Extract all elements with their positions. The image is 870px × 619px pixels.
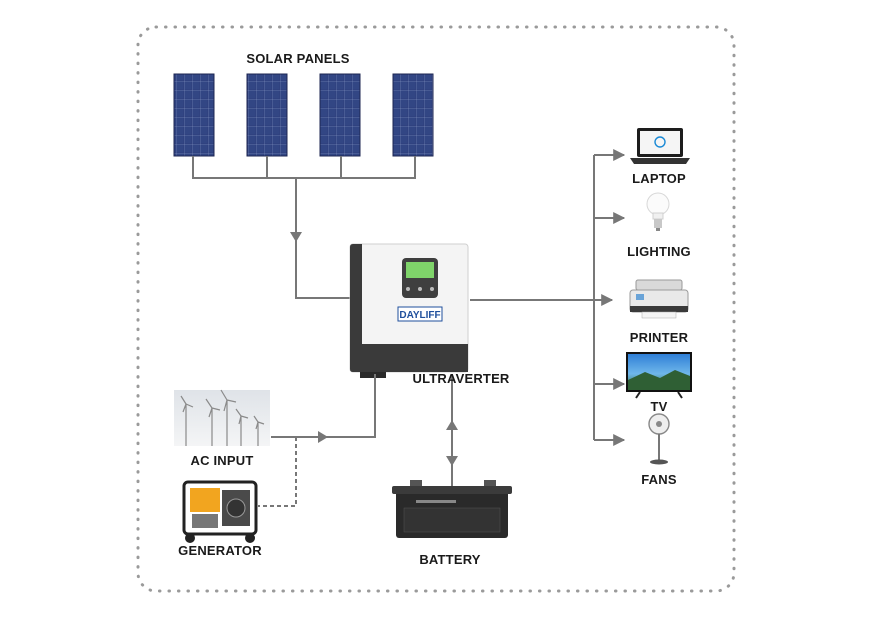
- battery-label: BATTERY: [419, 552, 481, 567]
- bulb-icon: [646, 192, 670, 231]
- ac-input-label: AC INPUT: [190, 453, 254, 468]
- inverter-label: ULTRAVERTER: [412, 371, 510, 386]
- arrow-right-icon: [318, 431, 328, 443]
- dotted-frame: [136, 25, 736, 593]
- inverter-icon: [349, 243, 469, 378]
- tv-label: TV: [650, 399, 668, 414]
- tv-icon: [626, 352, 692, 399]
- generator-label: GENERATOR: [178, 543, 262, 558]
- solar-panels-label: SOLAR PANELS: [246, 51, 350, 66]
- laptop-label: LAPTOP: [632, 171, 686, 186]
- wind-turbines-icon: [174, 389, 270, 446]
- fans-label: FANS: [641, 472, 677, 487]
- printer-icon: [629, 279, 689, 319]
- ac-wiring: [258, 374, 376, 507]
- fan-icon: [648, 413, 670, 465]
- arrow-up-icon: [446, 420, 458, 430]
- battery-icon: [392, 480, 512, 538]
- generator-icon: [182, 480, 258, 543]
- load-wiring: [470, 149, 626, 446]
- arrow-down-icon: [290, 232, 302, 242]
- laptop-icon: [630, 128, 690, 164]
- lighting-label: LIGHTING: [627, 244, 691, 259]
- printer-label: PRINTER: [629, 330, 689, 345]
- panel-wiring: [192, 156, 416, 299]
- solar-panel-icon: [173, 73, 434, 157]
- brand-logo: DAYLIFF: [399, 310, 440, 321]
- arrow-down-icon: [446, 456, 458, 466]
